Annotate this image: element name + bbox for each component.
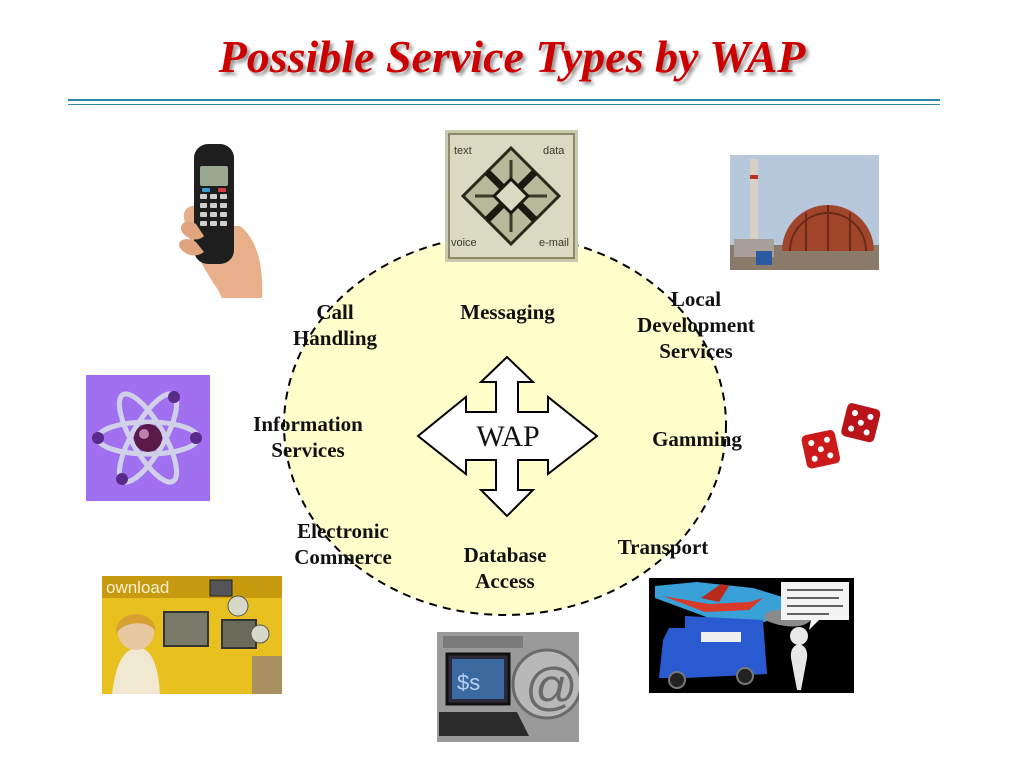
database-laptop-image: @ $s	[437, 632, 579, 742]
title-underline-thin	[68, 104, 940, 105]
tile-label-voice: voice	[451, 237, 477, 249]
title-underline	[68, 99, 940, 101]
messaging-tile-image: text data voice e-mail	[445, 130, 578, 262]
service-database-access: Database Access	[463, 543, 547, 593]
tile-label-email: e-mail	[539, 237, 569, 249]
laptop-screen-text: $s	[457, 670, 480, 695]
slide-title: Possible Service Types by WAP	[218, 31, 806, 82]
service-electronic-commerce: Electronic Commerce	[294, 519, 392, 569]
phone-in-hand-image	[178, 140, 266, 298]
hub-label: WAP	[476, 420, 540, 453]
service-transport: Transport	[617, 535, 709, 559]
service-information-services: Information Services	[253, 412, 363, 462]
dome-building-image	[730, 155, 879, 270]
service-call-handling: Call Handling	[292, 300, 378, 350]
four-way-arrow	[416, 355, 599, 518]
ecommerce-image: ownload	[102, 576, 282, 694]
transport-image	[649, 578, 854, 693]
service-local-development-services: Local Development Services	[637, 287, 755, 363]
atom-image	[86, 375, 210, 501]
ecommerce-banner-text: ownload	[106, 578, 169, 597]
service-messaging: Messaging	[460, 300, 555, 324]
dice-image	[800, 402, 884, 470]
tile-label-data: data	[543, 145, 565, 157]
svg-text:@: @	[525, 658, 578, 716]
service-gamming: Gamming	[652, 427, 742, 451]
tile-label-text: text	[454, 145, 472, 157]
